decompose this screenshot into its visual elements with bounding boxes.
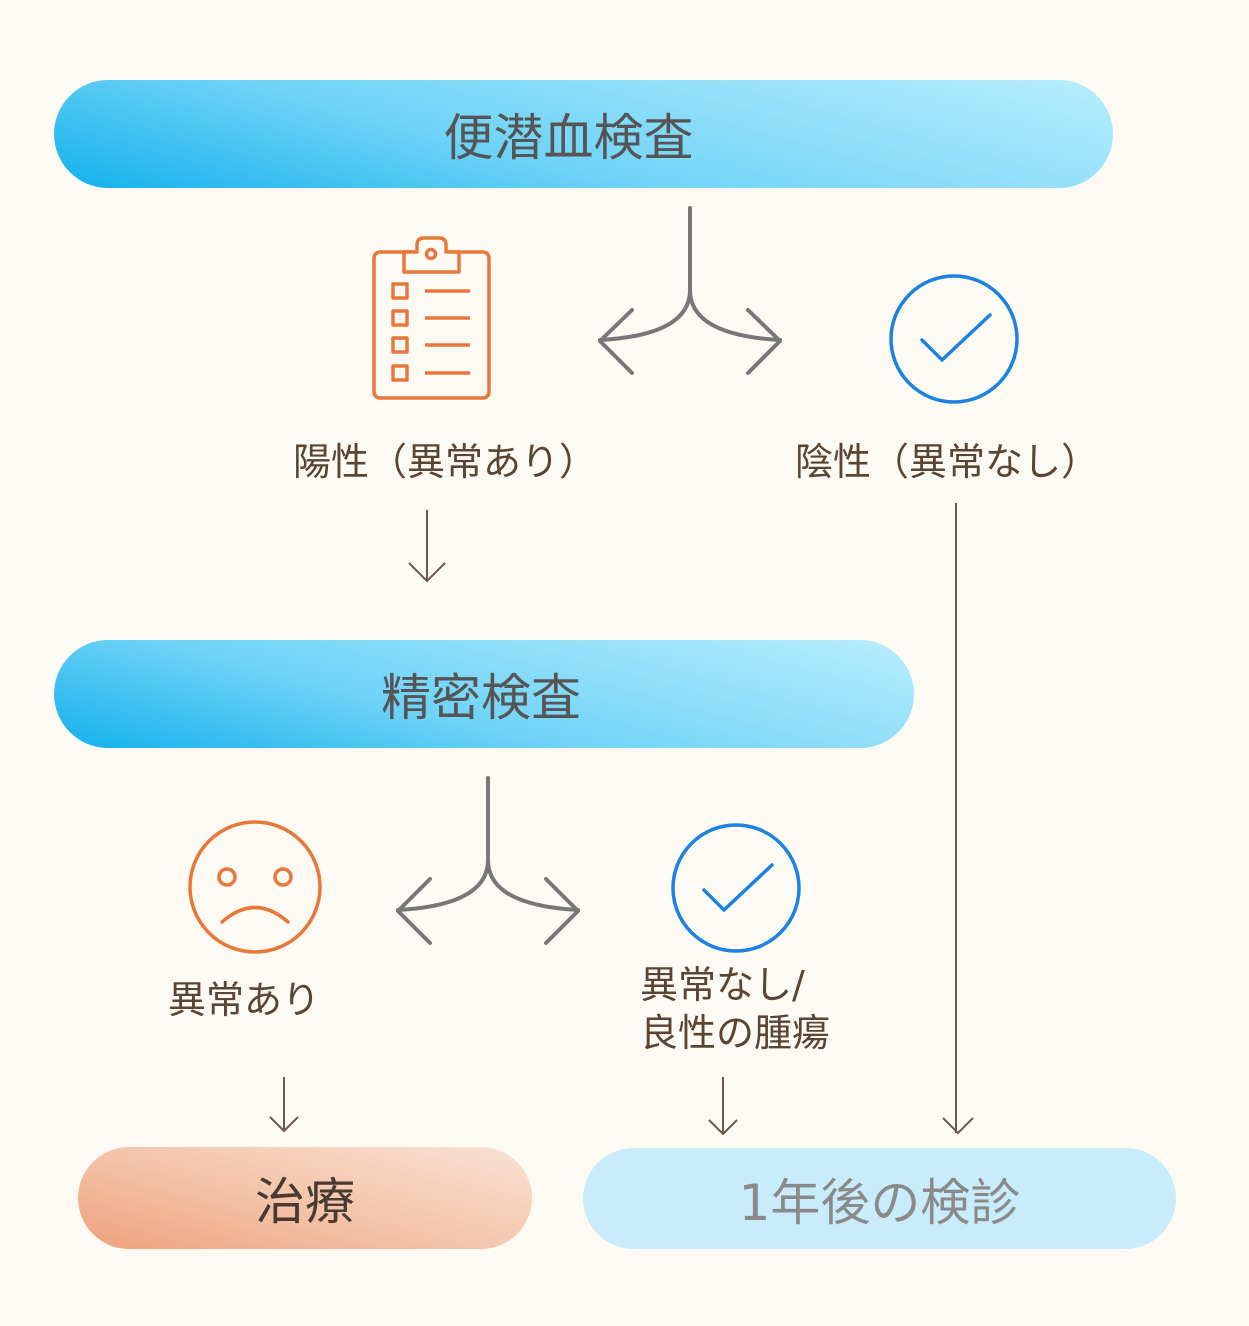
clipboard-checklist-icon (372, 236, 491, 400)
treatment-label: 治療 (255, 1173, 355, 1231)
normal-label-line2: 良性の腫瘍 (640, 1011, 831, 1055)
check-circle-icon (889, 274, 1019, 404)
branch-arrow-icon (396, 776, 580, 945)
down-arrow-icon (408, 510, 446, 583)
negative-label: 陰性（異常なし） (795, 440, 1100, 484)
followup-box: 1年後の検診 (583, 1148, 1176, 1249)
normal-label-line1: 異常なし/ (640, 963, 805, 1007)
abnormal-label: 異常あり (168, 978, 321, 1022)
followup-label: 1年後の検診 (738, 1173, 1021, 1232)
detailed-exam-title: 精密検査 (381, 669, 581, 727)
long-down-arrow-icon (942, 503, 974, 1135)
detailed-exam-box: 精密検査 (54, 640, 914, 748)
positive-label: 陽性（異常あり） (293, 440, 598, 484)
fecal-occult-blood-test-box: 便潜血検査 (54, 80, 1113, 188)
down-arrow-icon (269, 1077, 299, 1133)
down-arrow-icon (708, 1077, 738, 1136)
fecal-occult-blood-test-title: 便潜血検査 (443, 109, 694, 167)
sad-face-icon (188, 820, 322, 954)
check-circle-icon (671, 823, 801, 953)
branch-arrow-icon (598, 206, 782, 375)
treatment-box: 治療 (78, 1147, 532, 1249)
